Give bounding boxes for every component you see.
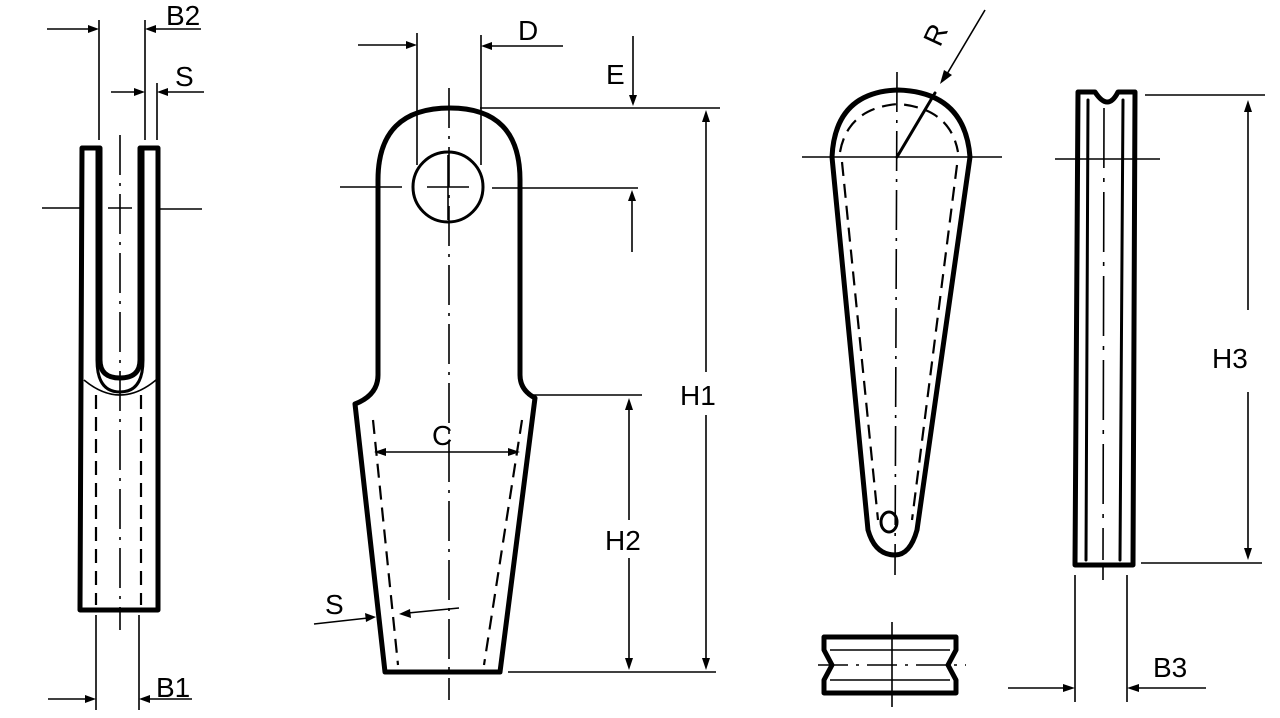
label-s-side: S bbox=[175, 61, 194, 92]
socket-side-view: B2 S B1 bbox=[42, 0, 204, 710]
label-d: D bbox=[518, 15, 538, 46]
socket-front-outline bbox=[352, 105, 538, 675]
wedge-cross-section bbox=[818, 622, 966, 707]
pin-hole bbox=[411, 150, 485, 224]
label-b3: B3 bbox=[1153, 652, 1187, 683]
wedge-front-view: R bbox=[802, 9, 1002, 576]
label-h3: H3 bbox=[1212, 343, 1248, 374]
label-r: R bbox=[917, 19, 954, 50]
socket-front-view: D E H1 H2 C S bbox=[313, 15, 720, 700]
wedge-side-view: H3 B3 bbox=[1008, 89, 1265, 702]
socket-side-outline bbox=[77, 145, 161, 613]
label-b1: B1 bbox=[156, 672, 190, 703]
wedge-side-outline bbox=[1072, 89, 1138, 568]
label-e: E bbox=[606, 59, 625, 90]
label-b2: B2 bbox=[166, 0, 200, 31]
label-s-front: S bbox=[325, 589, 344, 620]
wedge-outline bbox=[829, 87, 973, 558]
label-h1: H1 bbox=[680, 380, 716, 411]
label-c: C bbox=[432, 420, 452, 451]
label-h2: H2 bbox=[605, 525, 641, 556]
